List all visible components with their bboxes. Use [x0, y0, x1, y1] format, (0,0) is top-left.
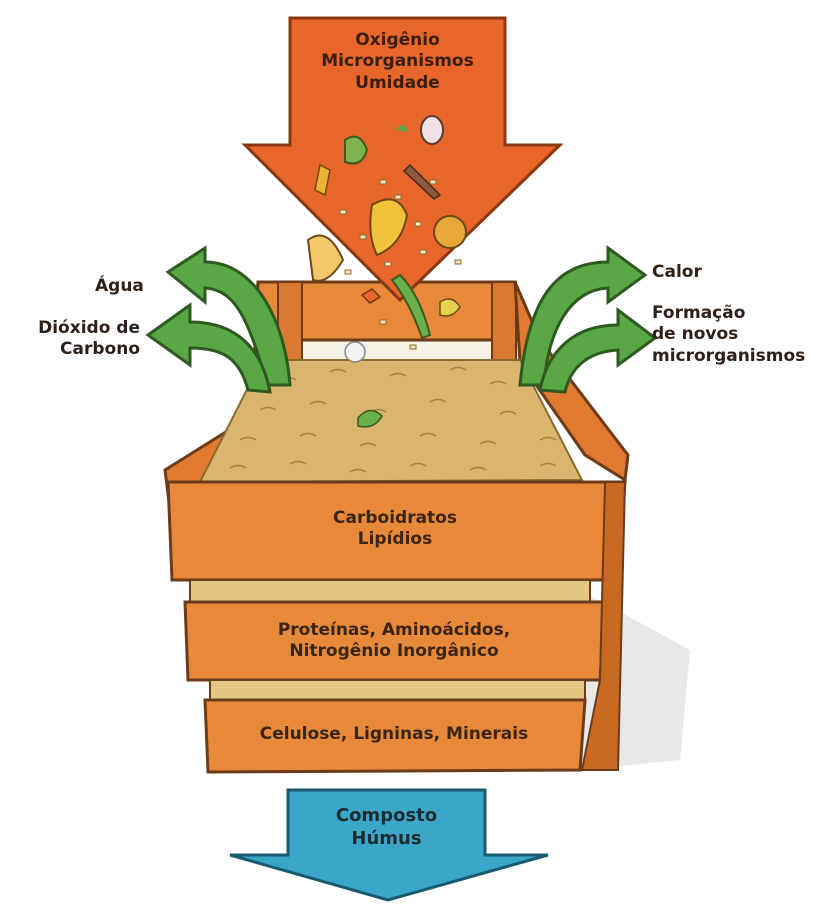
co2-line1: Dióxido de — [20, 318, 140, 339]
lipids-text: Lipídios — [172, 529, 618, 550]
formation-line1: Formação — [652, 303, 805, 324]
carbohydrates-text: Carboidratos — [172, 508, 618, 529]
formation-line2: de novos — [652, 324, 805, 345]
new-microorganisms-label: Formação de novos microrganismos — [652, 303, 805, 367]
bottom-layer-label: Celulose, Ligninas, Minerais — [208, 724, 580, 745]
heat-label: Calor — [652, 262, 702, 283]
input-arrow-label: Oxigênio Microrganismos Umidade — [290, 30, 505, 94]
water-label: Água — [95, 276, 144, 297]
result-arrow-label: Composto Húmus — [288, 805, 485, 850]
co2-label: Dióxido de Carbono — [20, 318, 140, 361]
middle-layer-label: Proteínas, Aminoácidos, Nitrogênio Inorg… — [188, 620, 600, 663]
nitrogen-text: Nitrogênio Inorgânico — [188, 641, 600, 662]
top-layer-label: Carboidratos Lipídios — [172, 508, 618, 551]
co2-line2: Carbono — [20, 339, 140, 360]
input-humidity-text: Umidade — [290, 73, 505, 94]
input-oxygen-text: Oxigênio — [290, 30, 505, 51]
input-microorganisms-text: Microrganismos — [290, 51, 505, 72]
humus-text: Húmus — [288, 828, 485, 851]
proteins-text: Proteínas, Aminoácidos, — [188, 620, 600, 641]
compost-strip-1 — [190, 580, 590, 602]
box-back-post-right — [492, 282, 516, 362]
formation-line3: microrganismos — [652, 346, 805, 367]
compost-strip-2 — [210, 680, 585, 700]
compost-text: Composto — [288, 805, 485, 828]
